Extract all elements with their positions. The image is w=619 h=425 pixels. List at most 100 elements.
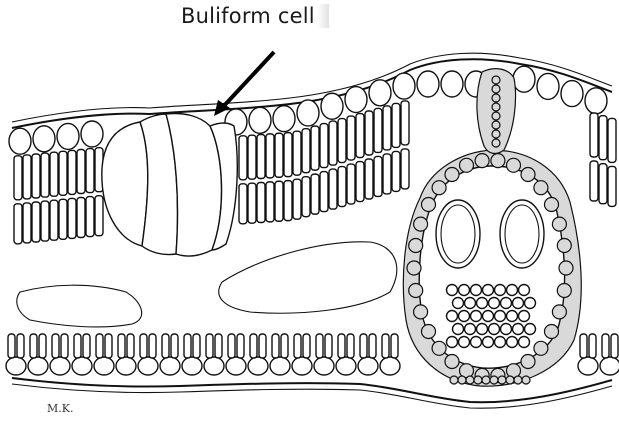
cap-cell	[492, 130, 500, 138]
spongy-cell	[162, 334, 169, 358]
spongy-cell	[589, 334, 596, 358]
palisade-cell	[374, 108, 382, 152]
palisade-cell	[320, 172, 328, 212]
palisade-cell	[608, 166, 616, 206]
palisade-cell	[275, 181, 283, 221]
phloem-cell	[489, 298, 500, 309]
spongy-cell	[338, 334, 345, 358]
phloem-cell	[447, 337, 458, 348]
epidermal-cell	[321, 93, 343, 119]
spongy-cell	[215, 334, 222, 358]
phloem-cell	[525, 324, 536, 335]
lower-epidermal-cell	[314, 357, 334, 375]
palisade-cell	[329, 169, 337, 209]
lower-epidermal-cell	[160, 357, 180, 375]
cap-cell	[522, 376, 530, 384]
phloem-cell	[453, 298, 464, 309]
spongy-cell	[171, 334, 178, 358]
spongy-cell	[61, 334, 68, 358]
sheath-cell	[559, 261, 573, 275]
spongy-cell	[140, 334, 147, 358]
spongy-cell	[250, 334, 257, 358]
sheath-cell	[557, 239, 571, 253]
spongy-cell	[8, 334, 15, 358]
epidermal-cell	[249, 107, 271, 133]
epidermal-cell	[585, 88, 607, 114]
palisade-cell	[311, 174, 319, 214]
palisade-cell	[338, 119, 346, 163]
phloem-cell	[453, 324, 464, 335]
epidermal-cell	[369, 80, 391, 106]
epidermal-cell	[345, 87, 367, 113]
spongy-cell	[118, 334, 125, 358]
sheath-cell	[445, 355, 459, 369]
palisade-cell	[383, 154, 391, 194]
lower-epidermal-cell	[226, 357, 246, 375]
spongy-cell	[52, 334, 59, 358]
palisade-cell	[14, 204, 22, 244]
phloem-cell	[507, 337, 518, 348]
vascular-bundle	[403, 69, 581, 387]
cap-cell	[490, 376, 498, 384]
palisade-cell	[401, 149, 409, 189]
air-space-middle	[219, 242, 397, 313]
spongy-cell	[316, 334, 323, 358]
spongy-cell	[30, 334, 37, 358]
spongy-cell	[237, 334, 244, 358]
phloem-cell	[513, 324, 524, 335]
spongy-cell	[382, 334, 389, 358]
spongy-cell	[17, 334, 24, 358]
palisade-cell	[284, 133, 292, 177]
sheath-cell	[460, 158, 474, 172]
palisade-cell	[275, 133, 283, 177]
palisade-cell	[590, 113, 598, 157]
spongy-cell	[602, 334, 609, 358]
lower-epidermal-cell	[138, 357, 158, 375]
palisade-cell	[248, 135, 256, 179]
palisade-cell	[50, 152, 58, 196]
spongy-cell	[281, 334, 288, 358]
phloem-cell	[459, 285, 470, 296]
sheath-cell	[407, 261, 421, 275]
sheath-cell	[552, 305, 566, 319]
lower-epidermal-cell	[270, 357, 290, 375]
spongy-cell	[259, 334, 266, 358]
palisade-cell	[590, 161, 598, 201]
spongy-cell	[580, 334, 587, 358]
epidermal-cell	[441, 71, 463, 97]
phloem-cell	[483, 285, 494, 296]
sheath-cell	[552, 217, 566, 231]
spongy-cell	[193, 334, 200, 358]
palisade-cell	[392, 151, 400, 191]
phloem-cell	[471, 337, 482, 348]
palisade-cell	[239, 136, 247, 180]
palisade-cell	[23, 203, 31, 243]
sheath-cell	[409, 284, 423, 298]
palisade-cell	[77, 150, 85, 194]
sheath-cell	[475, 154, 489, 168]
phloem-cell	[471, 285, 482, 296]
lower-epidermal-cell	[116, 357, 136, 375]
palisade-cell	[59, 151, 67, 195]
epidermal-cell	[537, 73, 559, 99]
palisade-cell	[32, 202, 40, 242]
palisade-cell	[401, 101, 409, 145]
phloem-cell	[501, 298, 512, 309]
cap-cell	[492, 112, 500, 120]
sheath-cell	[507, 158, 521, 172]
phloem-cell	[483, 311, 494, 322]
palisade-cell	[599, 164, 607, 204]
lower-epidermal-cell	[600, 357, 619, 375]
palisade-cell	[356, 114, 364, 158]
palisade-cell	[383, 106, 391, 150]
palisade-cell	[86, 149, 94, 193]
palisade-cell	[365, 159, 373, 199]
spongy-cell	[391, 334, 398, 358]
spongy-cell	[39, 334, 46, 358]
cap-cell	[514, 376, 522, 384]
phloem-cell	[477, 298, 488, 309]
cap-cell	[492, 139, 500, 147]
cap-cell	[492, 121, 500, 129]
